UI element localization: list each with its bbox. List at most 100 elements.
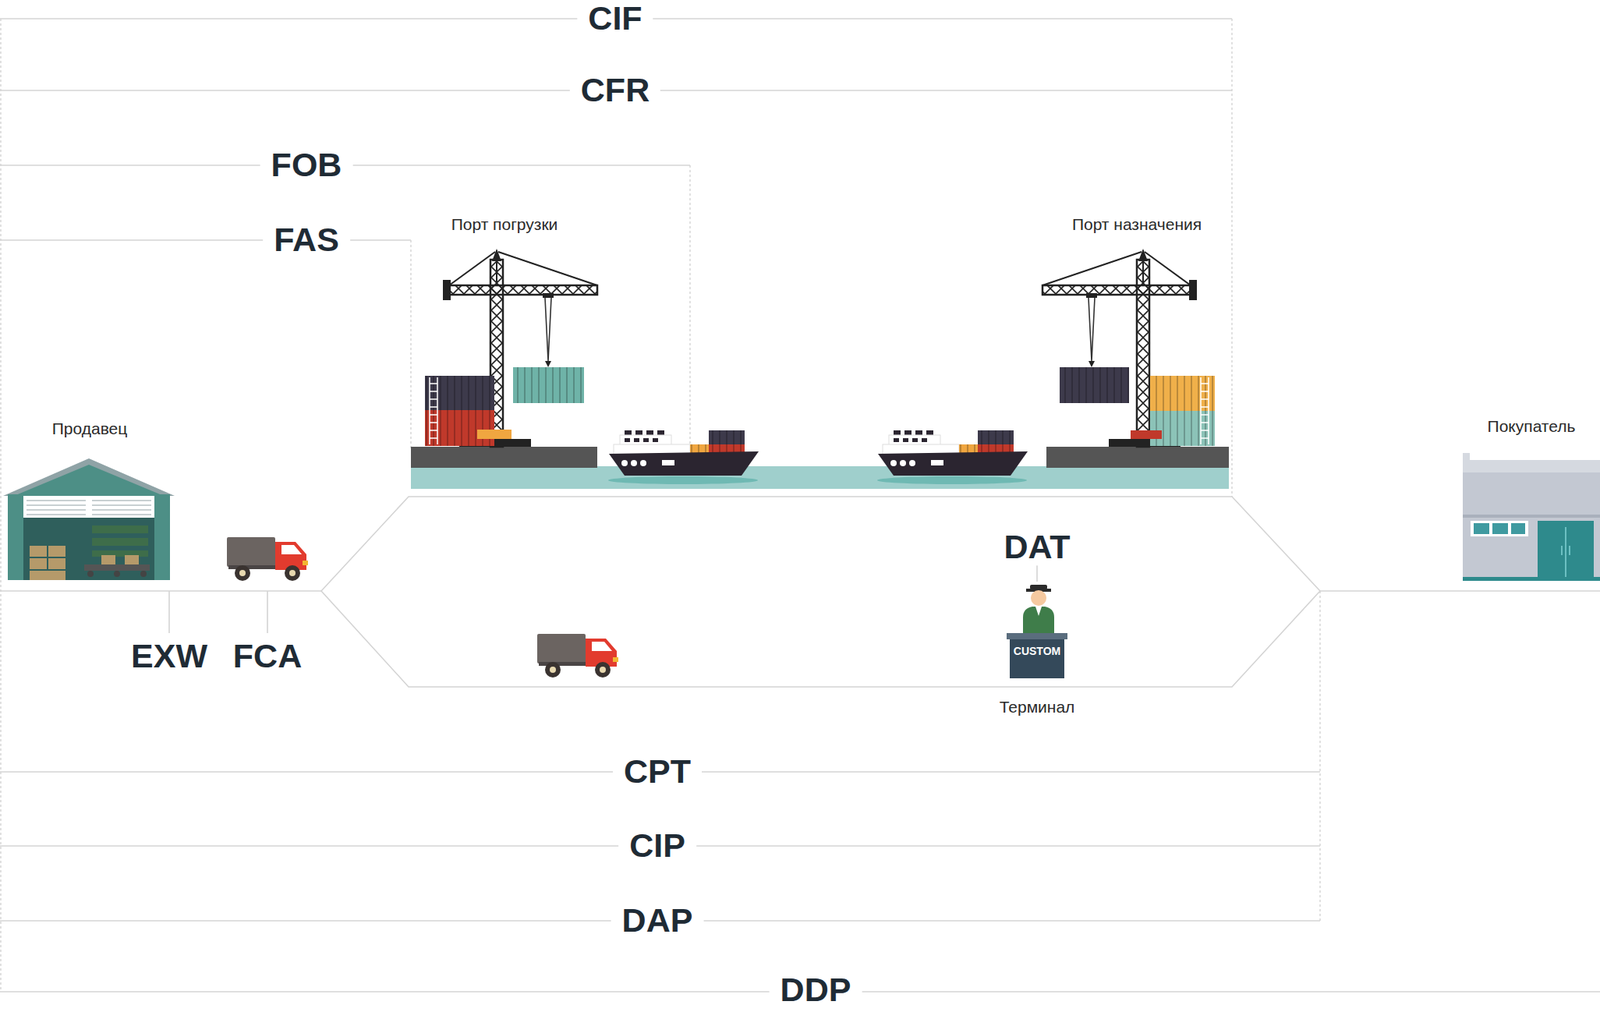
seller-warehouse-art-part: [48, 558, 66, 570]
destination-port-art-part: [1200, 377, 1209, 445]
node-heading: Порт погрузки: [410, 215, 599, 234]
loading-port-art: [424, 248, 598, 447]
ship: [608, 430, 759, 485]
term-dashed-lines-part: [1231, 18, 1232, 497]
destination-port: Порт назначения: [1043, 210, 1231, 453]
seller-warehouse-art-part: [26, 500, 152, 515]
term-lines-part: [266, 591, 269, 634]
destination-port-art-part: [1059, 367, 1130, 404]
buyer-building-art-part: [1462, 460, 1600, 473]
seller-warehouse-art-part: [84, 564, 150, 571]
seller-warehouse: Продавец: [0, 413, 180, 585]
buyer-building-art-part: [1492, 523, 1508, 535]
incoterm-label: CFR: [569, 71, 661, 109]
loading-port-art-part: [477, 429, 512, 439]
destination-port-art-part: [1150, 375, 1215, 411]
loading-port-art-part: [424, 375, 495, 411]
loading-port-art-part: [513, 367, 585, 404]
seller-warehouse-art-part: [3, 458, 175, 496]
node-heading: Порт назначения: [1043, 215, 1231, 234]
seller-warehouse-art-part: [87, 570, 94, 577]
buyer-building-art-part: [1561, 527, 1570, 581]
buyer-building-art-part: [1462, 576, 1600, 581]
term-lines-part: [168, 591, 170, 634]
buyer-building-art-part: [1473, 523, 1490, 535]
harbour-art-part: [410, 446, 598, 468]
buyer-building-art-part: [1462, 514, 1600, 518]
truck: [537, 633, 619, 678]
loading-port: Порт погрузки: [410, 210, 599, 453]
term-lines-part: [0, 590, 322, 592]
seller-warehouse-art-part: [101, 555, 116, 565]
incoterm-label: CIF: [576, 0, 653, 37]
incoterm-label: FCA: [222, 637, 313, 675]
seller-warehouse-art-part: [92, 538, 149, 546]
term-dashed-lines-part: [689, 165, 691, 468]
seller-warehouse-art-part: [29, 558, 47, 570]
incoterm-label: CPT: [612, 753, 702, 790]
customs-terminal: CUSTOM Терминал: [990, 576, 1084, 722]
customs-officer-art-part: [1030, 590, 1047, 606]
node-heading: Покупатель: [1464, 417, 1599, 436]
seller-warehouse-art-part: [92, 525, 149, 534]
term-dashed-lines: [0, 18, 1321, 992]
seller-warehouse-art-part: [29, 545, 47, 557]
customs-officer-art-part: [1023, 606, 1055, 634]
incoterm-label: DAT: [992, 528, 1081, 566]
term-lines-part: [321, 496, 1321, 687]
ship: [877, 430, 1028, 485]
incoterm-label: CIP: [618, 827, 697, 864]
destination-port-art-part: [1130, 430, 1162, 439]
term-lines-part: [1320, 590, 1600, 592]
buyer-building-art-part: [1511, 523, 1526, 535]
buyer-building: Покупатель: [1464, 413, 1599, 585]
truck: [226, 537, 308, 581]
seller-warehouse-art-part: [124, 555, 139, 565]
seller-warehouse-art: [3, 458, 175, 581]
loading-port-art-part: [429, 377, 438, 445]
node-heading: Терминал: [990, 697, 1084, 717]
seller-warehouse-art-part: [48, 545, 66, 557]
term-dashed-lines-part: [410, 240, 411, 449]
customs-officer-art: [1006, 584, 1068, 679]
loading-port-art-part: [424, 375, 495, 411]
term-lines: [0, 18, 1600, 992]
seller-warehouse-art-part: [29, 570, 66, 581]
destination-port-art: [1042, 248, 1215, 447]
node-heading: Продавец: [0, 419, 180, 439]
destination-port-art-part: [1059, 367, 1130, 404]
seller-warehouse-art-part: [113, 570, 121, 577]
customs-officer-art-part: [1006, 633, 1068, 640]
incoterm-label: FAS: [262, 221, 351, 259]
seller-warehouse-art-part: [140, 570, 147, 577]
destination-port-art-part: [1150, 375, 1215, 411]
buyer-building-art-part: [1537, 520, 1594, 581]
buyer-building-art-part: [1462, 472, 1600, 581]
loading-port-art-part: [424, 410, 495, 447]
incoterm-label: EXW: [120, 637, 219, 675]
destination-port-art-part: [1150, 410, 1215, 447]
seller-warehouse-art-part: [7, 494, 170, 581]
customs-sign-text: CUSTOM: [990, 644, 1084, 658]
seller-warehouse-art-part: [92, 550, 149, 557]
harbour-art-part: [410, 466, 1229, 489]
incoterm-label: DAP: [611, 902, 705, 939]
term-dashed-lines-part: [1319, 591, 1321, 921]
buyer-building-art-part: [1462, 453, 1470, 461]
customs-officer-art-part: [1035, 606, 1042, 616]
harbour-art: [410, 446, 1229, 489]
term-dashed-lines-part: [0, 18, 1, 992]
harbour-art-part: [1046, 446, 1229, 468]
seller-warehouse-art-part: [14, 464, 164, 496]
seller-warehouse-art-part: [23, 517, 155, 581]
loading-port-art-part: [424, 410, 495, 447]
incoterm-label: DDP: [769, 971, 863, 1009]
buyer-building-art-part: [1470, 520, 1529, 537]
destination-port-art-part: [1150, 410, 1215, 447]
incoterm-label: FOB: [260, 146, 354, 184]
buyer-building-art: [1462, 453, 1600, 581]
loading-port-art-part: [513, 367, 585, 404]
seller-warehouse-art-part: [23, 495, 155, 518]
